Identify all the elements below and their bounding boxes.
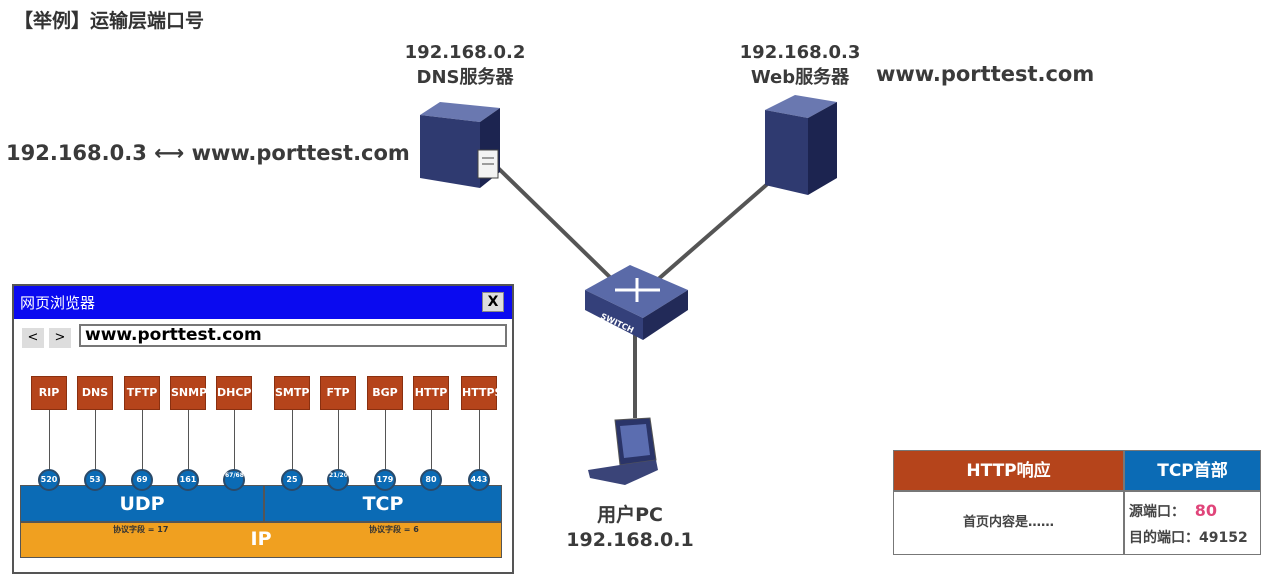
pc-label: 用户PC 192.168.0.1 <box>560 503 700 553</box>
protocol-dhcp: DHCP <box>216 376 252 410</box>
tcp-header-title: TCP首部 <box>1124 450 1261 491</box>
slide-title: 【举例】运输层端口号 <box>14 10 205 32</box>
port-http: 80 <box>420 469 442 491</box>
port-snmp: 161 <box>177 469 199 491</box>
arrow-dns <box>95 410 96 470</box>
protocol-smtp: SMTP <box>274 376 310 410</box>
close-button[interactable]: X <box>482 292 504 312</box>
dns-server-ip: 192.168.0.2 <box>404 42 526 63</box>
arrow-smtp <box>292 410 293 470</box>
browser-title-bar: 网页浏览器 X <box>14 286 512 319</box>
port-https: 443 <box>468 469 490 491</box>
link-dns-switch <box>493 163 620 287</box>
switch-icon: SWITCH <box>585 265 688 340</box>
web-server-icon <box>765 95 837 195</box>
link-web-switch <box>653 178 774 284</box>
protocol-ftp: FTP <box>320 376 356 410</box>
udp-protocol-field: 协议字段 = 17 <box>113 525 169 534</box>
arrow-bgp <box>385 410 386 470</box>
tcp-layer: TCP <box>264 485 502 522</box>
double-arrow-icon: ⟷ <box>154 141 185 165</box>
protocol-dns: DNS <box>77 376 113 410</box>
arrow-https <box>479 410 480 470</box>
protocol-rip: RIP <box>31 376 67 410</box>
dst-port-label: 目的端口： <box>1129 530 1199 546</box>
port-rip: 520 <box>38 469 60 491</box>
arrow-http <box>431 410 432 470</box>
dst-port-value: 49152 <box>1199 530 1248 546</box>
http-response-header: HTTP响应 <box>893 450 1124 491</box>
port-ftp: 21/20 <box>327 469 349 491</box>
ip-layer: 协议字段 = 17 协议字段 = 6 IP <box>20 522 502 558</box>
tcp-ports: 源端口： 80 目的端口：49152 <box>1124 491 1261 555</box>
back-button[interactable]: < <box>22 328 44 348</box>
udp-layer: UDP <box>20 485 264 522</box>
packet-table: HTTP响应 TCP首部 首页内容是…… 源端口： 80 目的端口：49152 <box>893 450 1261 556</box>
http-content: 首页内容是…… <box>893 491 1124 555</box>
arrow-ftp <box>338 410 339 470</box>
src-port-label: 源端口： <box>1129 504 1185 520</box>
port-dhcp: 67/68 <box>223 469 245 491</box>
mapping-ip: 192.168.0.3 <box>6 141 147 165</box>
port-smtp: 25 <box>281 469 303 491</box>
dns-mapping: 192.168.0.3 ⟷ www.porttest.com <box>6 141 410 166</box>
pc-name: 用户PC <box>597 504 663 526</box>
pc-ip: 192.168.0.1 <box>566 529 694 551</box>
arrow-dhcp <box>234 410 235 470</box>
web-server-ip: 192.168.0.3 <box>739 42 861 63</box>
forward-button[interactable]: > <box>49 328 71 348</box>
web-server-domain: www.porttest.com <box>876 62 1095 86</box>
protocol-snmp: SNMP <box>170 376 207 410</box>
browser-title: 网页浏览器 <box>20 294 96 312</box>
mapping-domain: www.porttest.com <box>191 141 410 165</box>
ip-label: IP <box>250 528 272 550</box>
address-bar[interactable]: www.porttest.com <box>79 324 507 347</box>
protocol-http: HTTP <box>413 376 449 410</box>
dns-server-icon <box>420 102 500 188</box>
port-bgp: 179 <box>374 469 396 491</box>
protocol-https: HTTPS <box>461 376 502 410</box>
arrow-rip <box>49 410 50 470</box>
arrow-tftp <box>142 410 143 470</box>
laptop-icon <box>588 417 658 485</box>
dns-server-name: DNS服务器 <box>416 67 514 88</box>
web-server-label: 192.168.0.3 Web服务器 <box>730 40 870 90</box>
tcp-protocol-field: 协议字段 = 6 <box>369 525 419 534</box>
dns-server-label: 192.168.0.2 DNS服务器 <box>395 40 535 90</box>
src-port-value: 80 <box>1194 501 1218 520</box>
port-tftp: 69 <box>131 469 153 491</box>
arrow-snmp <box>188 410 189 470</box>
protocol-tftp: TFTP <box>124 376 160 410</box>
protocol-bgp: BGP <box>367 376 403 410</box>
web-server-name: Web服务器 <box>750 67 850 88</box>
port-dns: 53 <box>84 469 106 491</box>
